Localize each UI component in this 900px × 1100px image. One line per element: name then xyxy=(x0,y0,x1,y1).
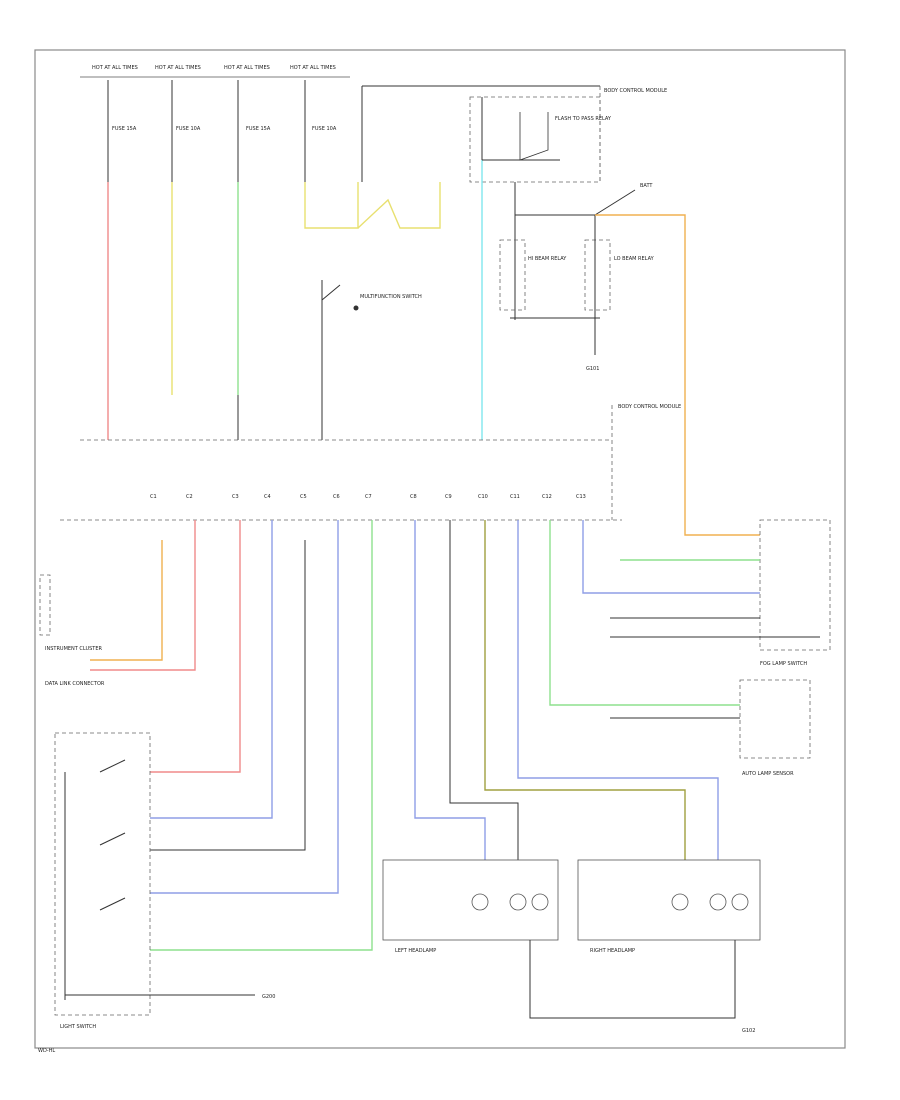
headlamp-ground-wire xyxy=(529,940,736,1019)
bcm-connectors: C1 C2 C3 C4 C5 C6 C7 C8 C9 C10 C11 C12 C… xyxy=(150,494,586,500)
headlamps: LEFT HEADLAMP RIGHT HEADLAMP G102 xyxy=(382,859,761,1034)
light-switch-ground-label: G200 xyxy=(262,994,275,1000)
right-headlamp-box xyxy=(577,859,761,941)
bcm-top-label: BODY CONTROL MODULE xyxy=(604,88,667,94)
switch-contact xyxy=(99,759,126,773)
hi-beam-relay-label: HI BEAM RELAY xyxy=(528,256,567,262)
fuse-label-4: HOT AT ALL TIMES xyxy=(290,65,336,71)
flash-relay-label: FLASH TO PASS RELAY xyxy=(555,116,612,122)
switch-pivot xyxy=(353,305,359,311)
wire-blu-left-lamp xyxy=(414,520,486,860)
auto-sensor-label: AUTO LAMP SENSOR xyxy=(742,771,794,777)
wire-blk-out xyxy=(150,540,306,851)
auto-lamp-sensor: AUTO LAMP SENSOR xyxy=(610,679,811,777)
connector-label: C4 xyxy=(264,494,271,500)
wire-grn-out xyxy=(150,520,373,951)
switch-label: BATT xyxy=(640,183,653,189)
lo-beam-relay-box xyxy=(584,239,611,311)
left-components: INSTRUMENT CLUSTER DATA LINK CONNECTOR xyxy=(39,574,105,687)
connector-label: C6 xyxy=(333,494,340,500)
connector-label: C5 xyxy=(300,494,307,500)
wire-grn-auto xyxy=(549,520,740,706)
right-headlamp-label: RIGHT HEADLAMP xyxy=(590,948,635,954)
connector-label: C9 xyxy=(445,494,452,500)
right-lamp-bulb xyxy=(731,893,749,911)
wire-red-wht-out xyxy=(90,520,196,671)
wire-yel-red-loop xyxy=(304,182,359,229)
wire-org-out xyxy=(90,540,163,661)
connector-label: C10 xyxy=(478,494,488,500)
wire-blu-out2 xyxy=(150,520,339,894)
relay-area: BODY CONTROL MODULE FLASH TO PASS RELAY … xyxy=(469,88,760,536)
left-headlamp-label: LEFT HEADLAMP xyxy=(395,948,436,954)
relay-switch xyxy=(594,189,636,216)
left-lamp-bulb xyxy=(531,893,549,911)
wire-blu-right-lamp xyxy=(517,520,719,860)
switch-contact xyxy=(99,832,126,846)
connector-label: C11 xyxy=(510,494,520,500)
relay-ground-label: G101 xyxy=(586,366,599,372)
wire-yel-red-loop2 xyxy=(357,182,441,229)
left-lamp-bulb xyxy=(509,893,527,911)
data-link-label: DATA LINK CONNECTOR xyxy=(45,681,105,687)
fog-switch-box xyxy=(759,519,831,651)
instrument-cluster-label: INSTRUMENT CLUSTER xyxy=(45,646,103,652)
wire-olive-right-lamp xyxy=(484,520,686,860)
wire-blu-fog xyxy=(582,520,760,594)
bcm-bus: BODY CONTROL MODULE xyxy=(60,404,681,521)
connector-label: C7 xyxy=(365,494,372,500)
lo-beam-relay-label: LO BEAM RELAY xyxy=(614,256,655,262)
footer-code: WD-HL xyxy=(38,1048,55,1054)
wire-blk-left-lamp xyxy=(449,520,519,860)
multifunction-switch: MULTIFUNCTION SWITCH xyxy=(321,280,422,440)
fuse-label-1: HOT AT ALL TIMES xyxy=(92,65,138,71)
connector-label: C13 xyxy=(576,494,586,500)
connector-label: C1 xyxy=(150,494,157,500)
right-lamp-bulb xyxy=(709,893,727,911)
auto-sensor-box xyxy=(739,679,811,759)
fog-switch-label: FOG LAMP SWITCH xyxy=(760,661,807,667)
fuse-label-3: HOT AT ALL TIMES xyxy=(224,65,270,71)
light-switch-box xyxy=(54,732,151,1016)
instrument-cluster-box xyxy=(39,574,51,636)
left-headlamp-box xyxy=(382,859,559,941)
switch-arm xyxy=(321,284,341,301)
wire-blu-out xyxy=(150,520,273,819)
wire-red-out xyxy=(150,520,241,773)
fuse-id-2: FUSE 10A xyxy=(176,126,201,132)
connector-label: C3 xyxy=(232,494,239,500)
wire-org-blk xyxy=(595,214,760,536)
fuse-label-2: HOT AT ALL TIMES xyxy=(155,65,201,71)
headlamp-ground-label: G102 xyxy=(742,1028,755,1034)
light-switch-label: LIGHT SWITCH xyxy=(60,1024,96,1030)
fuse-group: HOT AT ALL TIMES HOT AT ALL TIMES HOT AT… xyxy=(80,65,350,132)
hi-beam-relay-box xyxy=(499,239,526,311)
left-lamp-bulb xyxy=(471,893,489,911)
flash-relay-box xyxy=(469,96,601,183)
fuse-id-3: FUSE 15A xyxy=(246,126,271,132)
connector-label: C2 xyxy=(186,494,193,500)
multi-switch-label: MULTIFUNCTION SWITCH xyxy=(360,294,422,300)
supply-wires xyxy=(107,80,601,440)
connector-label: C12 xyxy=(542,494,552,500)
fuse-id-1: FUSE 15A xyxy=(112,126,137,132)
diagram-frame xyxy=(34,49,846,1049)
bcm-output-wires xyxy=(90,520,760,951)
connector-label: C8 xyxy=(410,494,417,500)
fuse-id-4: FUSE 10A xyxy=(312,126,337,132)
relay-coil xyxy=(519,112,549,161)
right-lamp-bulb xyxy=(671,893,689,911)
fog-lamp-switch: FOG LAMP SWITCH xyxy=(610,519,831,667)
light-switch: G200 LIGHT SWITCH xyxy=(54,732,275,1030)
switch-contact xyxy=(99,897,126,911)
bcm-label: BODY CONTROL MODULE xyxy=(618,404,681,410)
